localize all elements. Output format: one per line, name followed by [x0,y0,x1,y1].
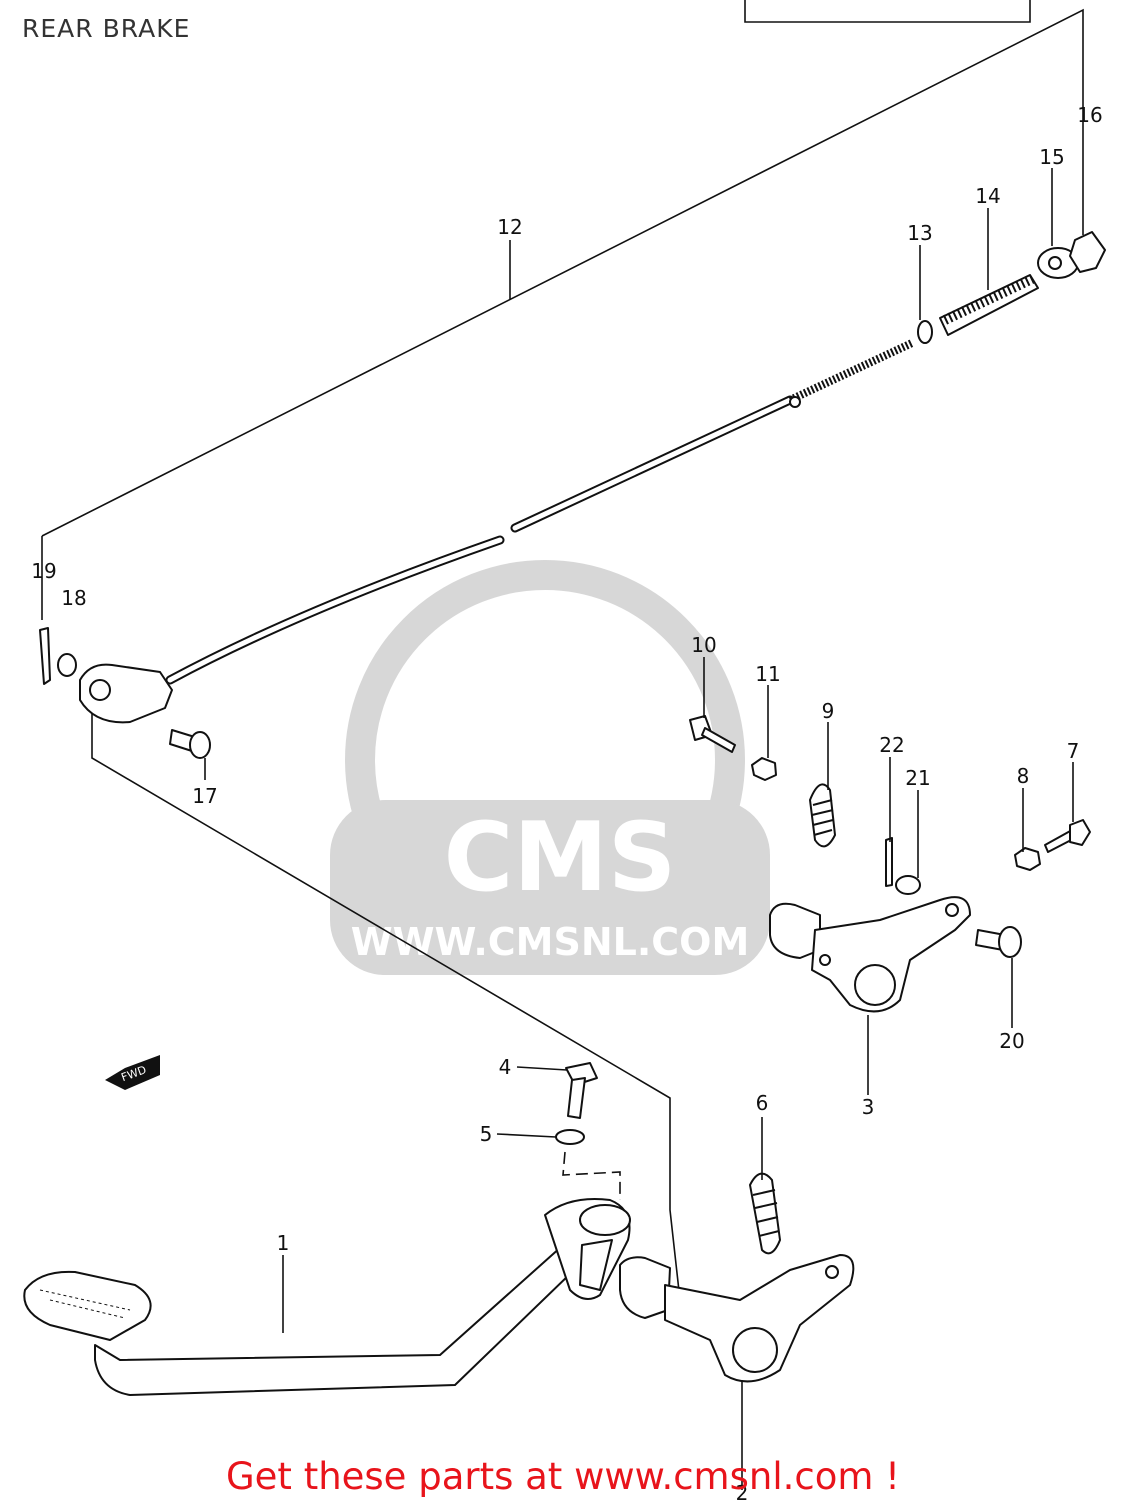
washer-5 [555,1129,585,1145]
washer-21 [895,875,921,895]
washer-13 [917,320,933,344]
spring-6 [749,1172,781,1255]
callout-13: 13 [907,221,932,245]
clevis-pin-20 [975,926,1022,958]
callout-11: 11 [755,662,780,686]
watermark-logo-text: CMS [444,803,677,913]
diagram-title: REAR BRAKE [22,14,191,43]
brake-pedal-1 [23,1198,631,1396]
frame-corner [744,0,1031,23]
spring-9 [809,783,836,848]
callout-3: 3 [862,1095,875,1119]
footer-cta-link[interactable]: Get these parts at www.cmsnl.com ! [225,1455,900,1498]
bolt-4 [565,1062,598,1119]
callout-16: 16 [1077,103,1102,127]
callout-21: 21 [905,766,930,790]
alignment-line [562,1151,621,1200]
callout-12: 12 [497,215,522,239]
nut-8 [1014,847,1041,871]
callout-2: 2 [736,1481,749,1500]
cotter-pin-22 [885,837,893,887]
watermark-banner [330,800,770,975]
brake-arm-3 [769,896,971,1013]
brake-rod [165,339,914,685]
bolt-7 [1044,819,1091,853]
callout-10: 10 [691,633,716,657]
callout-4: 4 [499,1055,512,1079]
nut-16 [1069,231,1106,273]
fwd-arrow: FWD [105,1055,160,1090]
callout-7: 7 [1067,739,1080,763]
spring-14 [939,274,1039,336]
brake-arm-2 [619,1254,855,1383]
cotter-pin-19 [39,627,51,685]
watermark-url-text: WWW.CMSNL.COM [351,920,750,964]
callout-8: 8 [1017,764,1030,788]
leader-lines [282,168,1074,1490]
washer-18 [57,653,77,677]
callout-20: 20 [999,1029,1024,1053]
callout-1: 1 [277,1231,290,1255]
rod-joint [79,663,173,724]
callout-19: 19 [31,559,56,583]
callout-9: 9 [822,699,835,723]
callout-6: 6 [756,1091,769,1115]
bolt-10 [689,715,736,753]
callout-18: 18 [61,586,86,610]
cms-watermark: CMS WWW.CMSNL.COM [330,560,770,975]
assembly-outline-top [41,8,1084,537]
callout-15: 15 [1039,145,1064,169]
assembly-outline-lower [91,710,681,1301]
callout-5: 5 [480,1122,493,1146]
clevis-pin-17 [169,729,211,780]
callout-22: 22 [879,733,904,757]
callout-labels: 1 2 3 4 5 6 7 8 9 10 11 12 13 14 15 16 1… [31,103,1102,1500]
callout-14: 14 [975,184,1000,208]
nut-11 [751,757,777,781]
callout-17: 17 [192,784,217,808]
